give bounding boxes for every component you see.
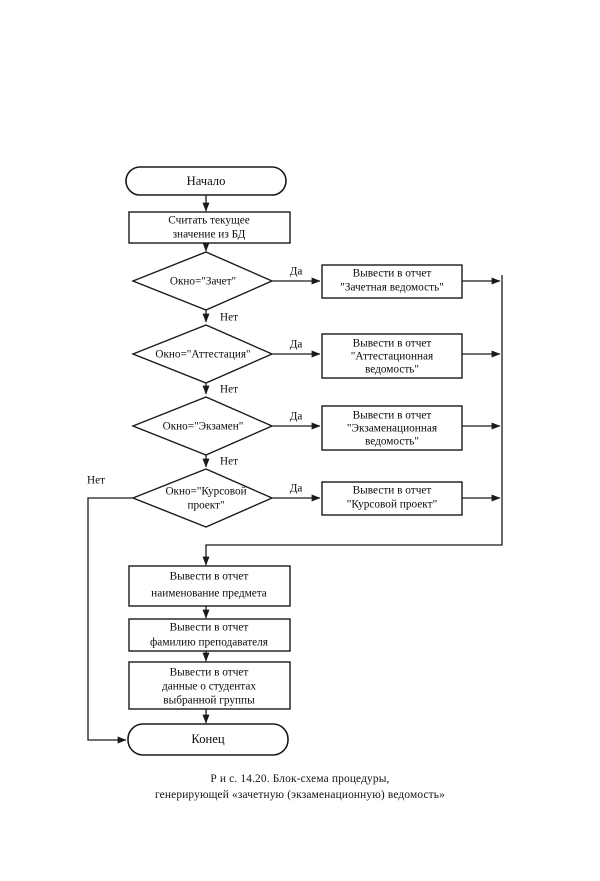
edge-label-yes-zachet: Да <box>290 266 303 278</box>
node-report-teacher[interactable]: Вывести в отчет фамилию преподавателя <box>128 618 291 652</box>
node-report-zachet[interactable]: Вывести в отчет "Зачетная ведомость" <box>321 264 463 299</box>
caption-line-1: Р и с. 14.20. Блок-схема процедуры, <box>210 773 390 785</box>
report-students-line2: данные о студентах <box>162 681 256 693</box>
report-attestaciya-line2: "Аттестационная <box>351 351 434 363</box>
edge-label-no-zachet: Нет <box>220 312 238 324</box>
end-label: Конец <box>191 732 224 746</box>
node-decision-kursovoy[interactable]: Окно="Курсовой проект" <box>131 468 274 528</box>
decision-ekzamen-label: Окно="Экзамен" <box>163 421 244 433</box>
node-decision-ekzamen[interactable]: Окно="Экзамен" <box>131 396 274 456</box>
report-kursovoy-line1: Вывести в отчет <box>353 485 432 497</box>
report-ekzamen-line3: ведомость" <box>365 436 419 448</box>
node-read-db[interactable]: Считать текущее значение из БД <box>128 211 291 244</box>
decision-zachet-label: Окно="Зачет" <box>170 276 236 288</box>
connector-layer <box>87 195 503 744</box>
report-students-line3: выбранной группы <box>163 695 255 707</box>
node-report-ekzamen[interactable]: Вывести в отчет "Экзаменационная ведомос… <box>321 405 463 451</box>
node-start[interactable]: Начало <box>125 166 287 196</box>
decision-kursovoy-line1: Окно="Курсовой <box>165 486 246 498</box>
edge-label-yes-ekzamen: Да <box>290 411 303 423</box>
report-attestaciya-line1: Вывести в отчет <box>353 338 432 350</box>
report-subject-line2: наименование предмета <box>151 588 267 600</box>
start-terminal-shape <box>125 166 287 196</box>
report-students-line1: Вывести в отчет <box>170 667 249 679</box>
node-report-subject[interactable]: Вывести в отчет наименование предмета <box>128 565 291 607</box>
edge-label-layer: Да Нет Да Нет Да Нет Да Нет <box>87 266 302 495</box>
node-report-kursovoy[interactable]: Вывести в отчет "Курсовой проект" <box>321 481 463 516</box>
report-zachet-shape <box>321 264 463 299</box>
report-teacher-line2: фамилию преподавателя <box>150 637 268 649</box>
decision-zachet-shape <box>131 251 274 311</box>
figure-caption: Р и с. 14.20. Блок-схема процедуры, гене… <box>0 772 600 803</box>
node-decision-zachet[interactable]: Окно="Зачет" <box>131 251 274 311</box>
edge-label-yes-kursovoy: Да <box>290 483 303 495</box>
report-teacher-line1: Вывести в отчет <box>170 622 249 634</box>
read-db-line2: значение из БД <box>173 229 246 241</box>
report-ekzamen-line1: Вывести в отчет <box>353 410 432 422</box>
report-subject-shape <box>128 565 291 607</box>
report-subject-line1: Вывести в отчет <box>170 571 249 583</box>
end-terminal-shape <box>127 723 289 756</box>
decision-ekzamen-shape <box>131 396 274 456</box>
read-db-shape <box>128 211 291 244</box>
node-decision-attestaciya[interactable]: Окно="Аттестация" <box>131 324 274 384</box>
decision-attestaciya-label: Окно="Аттестация" <box>155 349 250 361</box>
report-teacher-shape <box>128 618 291 652</box>
node-end[interactable]: Конец <box>127 723 289 756</box>
report-zachet-line1: Вывести в отчет <box>353 268 432 280</box>
report-ekzamen-line2: "Экзаменационная <box>347 423 437 435</box>
report-zachet-line2: "Зачетная ведомость" <box>340 282 444 294</box>
report-kursovoy-shape <box>321 481 463 516</box>
node-report-attestaciya[interactable]: Вывести в отчет "Аттестационная ведомост… <box>321 333 463 379</box>
report-attestaciya-line3: ведомость" <box>365 364 419 376</box>
caption-line-2: генерирующей «зачетную (экзаменационную)… <box>155 788 445 801</box>
edge-label-no-kursovoy: Нет <box>87 475 105 487</box>
edge-label-yes-attestaciya: Да <box>290 339 303 351</box>
report-attestaciya-shape <box>321 333 463 379</box>
read-db-line1: Считать текущее <box>168 215 249 227</box>
decision-kursovoy-shape <box>131 468 274 528</box>
edge-label-no-ekzamen: Нет <box>220 456 238 468</box>
start-label: Начало <box>187 174 226 188</box>
report-ekzamen-shape <box>321 405 463 451</box>
decision-attestaciya-shape <box>131 324 274 384</box>
node-report-students[interactable]: Вывести в отчет данные о студентах выбра… <box>128 661 291 710</box>
edge-kursovoy-no <box>87 497 133 744</box>
collector-bus <box>202 275 503 566</box>
edge-label-no-attestaciya: Нет <box>220 384 238 396</box>
report-students-shape <box>128 661 291 710</box>
decision-kursovoy-line2: проект" <box>187 500 224 512</box>
report-kursovoy-line2: "Курсовой проект" <box>347 499 437 511</box>
